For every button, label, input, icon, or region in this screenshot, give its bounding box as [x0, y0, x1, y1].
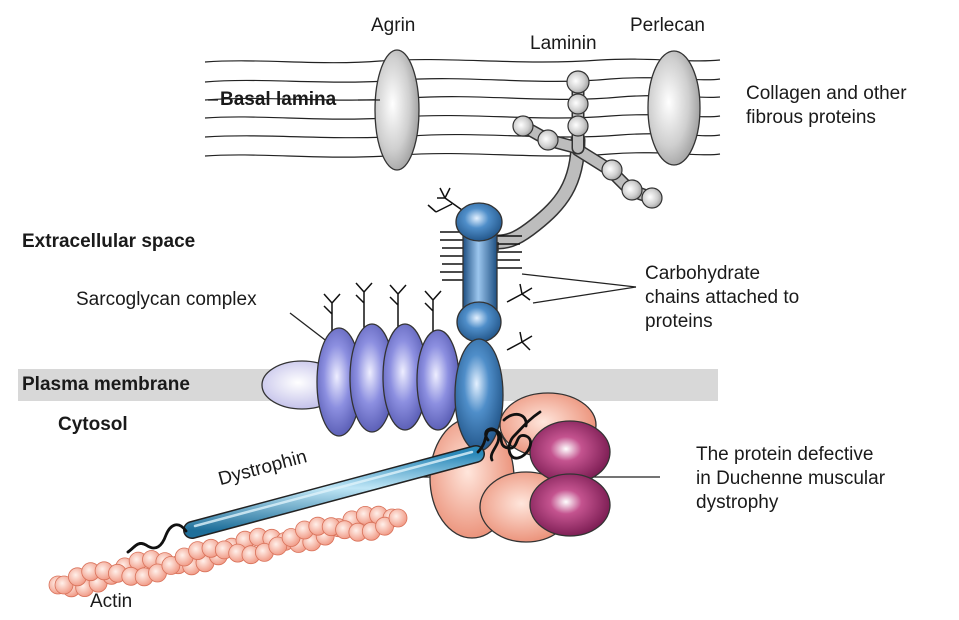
dystrophin-tail-squiggle [126, 410, 542, 554]
actin-bead [161, 556, 181, 575]
dystrobrevin-protein-bottom [529, 473, 611, 537]
cytosol-label: Cytosol [58, 414, 128, 435]
basal-lamina-label: Basal lamina [220, 89, 337, 110]
perlecan-protein [647, 50, 701, 166]
actin-label: Actin [90, 591, 133, 612]
dystrophin-rod [183, 445, 485, 539]
actin-bead [268, 536, 288, 556]
actin-bead [388, 508, 408, 528]
agrin-label: Agrin [371, 15, 416, 36]
actin-filament [48, 505, 408, 598]
extracellular-space-label: Extracellular space [22, 231, 196, 252]
plasma-membrane-label: Plasma membrane [22, 374, 190, 395]
agrin-protein [374, 49, 420, 171]
basal-lamina-fibers [204, 58, 721, 158]
sarcoglycan-complex-label: Sarcoglycan complex [76, 289, 257, 310]
laminin-protein [490, 70, 663, 251]
laminin-label: Laminin [530, 33, 597, 54]
carbohydrate-label: Carbohydrate chains attached to proteins [645, 263, 800, 332]
carbohydrate-chains [323, 187, 533, 351]
collagen-label: Collagen and other fibrous proteins [746, 83, 907, 128]
dystroglycan-complex [454, 202, 504, 452]
perlecan-label: Perlecan [630, 15, 705, 36]
sarcoglycan-complex [316, 323, 460, 437]
duchenne-protein-label: The protein defective in Duchenne muscul… [696, 444, 886, 513]
